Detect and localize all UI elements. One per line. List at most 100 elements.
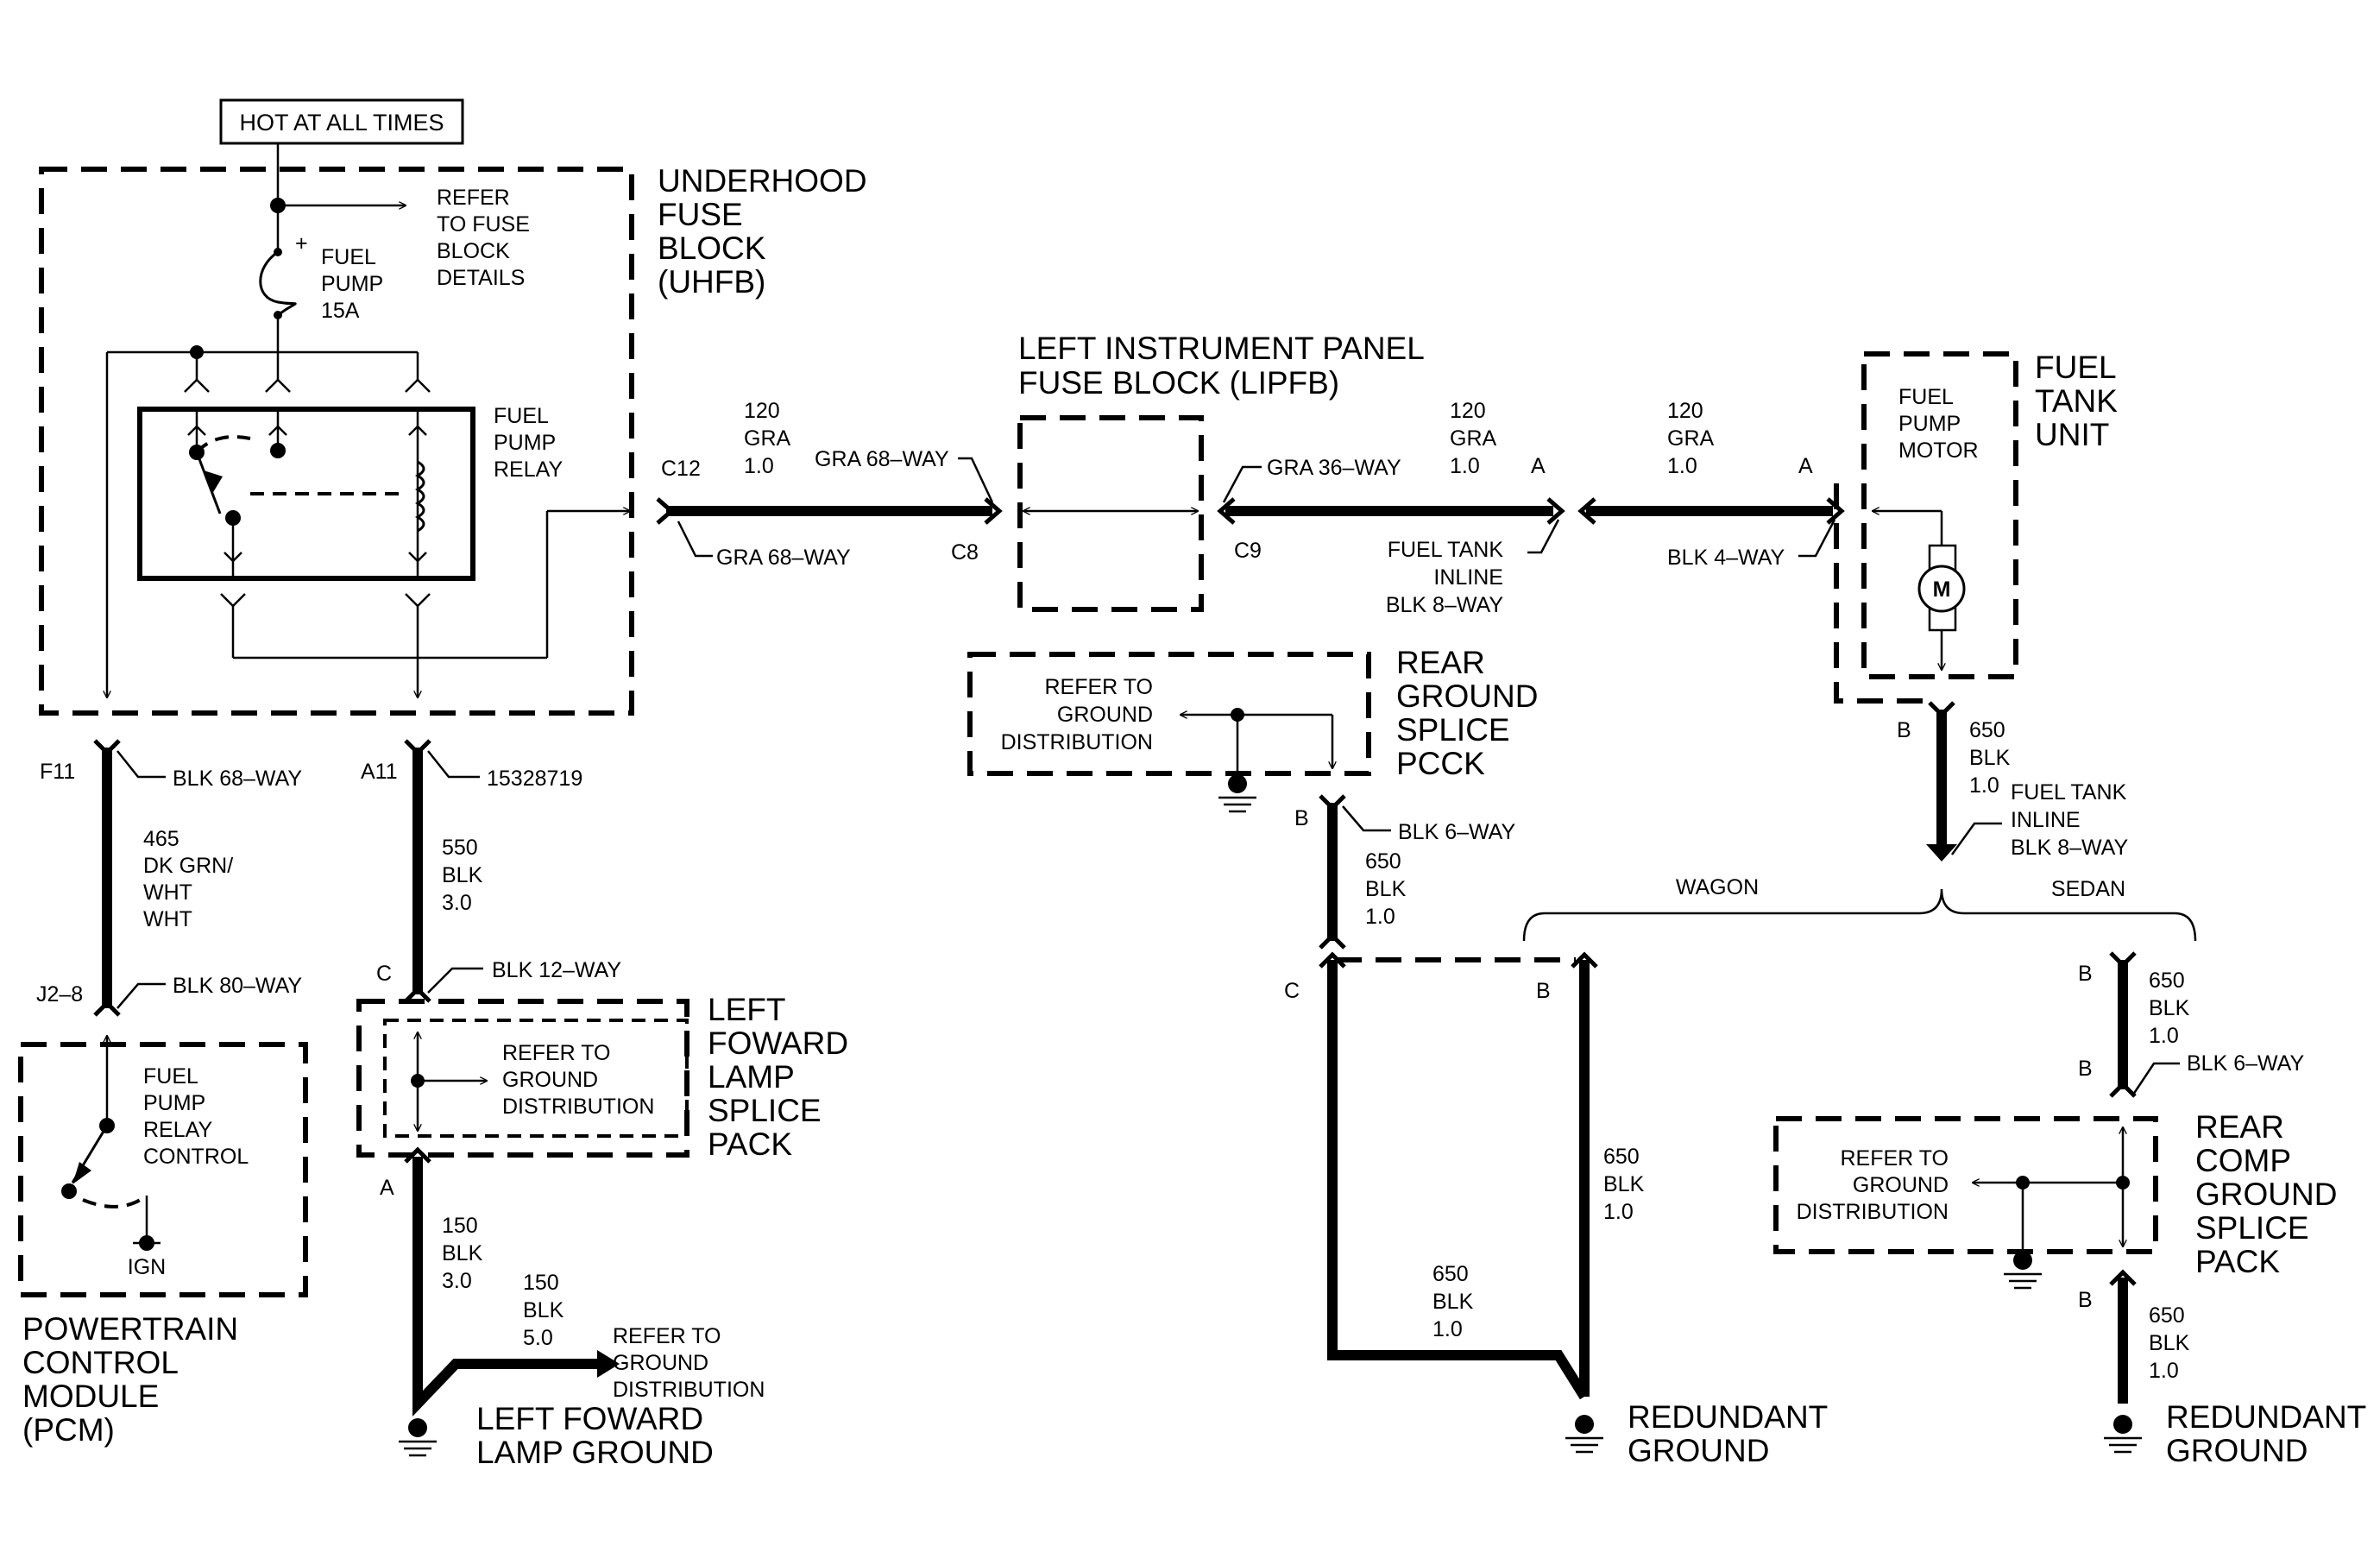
svg-text:BLK: BLK: [2149, 1331, 2190, 1355]
svg-text:MOTOR: MOTOR: [1898, 439, 1979, 463]
wire-650-sedan: B 650 BLK 1.0 B BLK 6–WAY: [2078, 951, 2304, 1098]
wire-650-sedan-redundant-ground: B 650 BLK 1.0: [2078, 1269, 2190, 1404]
svg-text:(PCM): (PCM): [22, 1412, 115, 1448]
svg-text:C: C: [376, 962, 392, 986]
svg-text:C9: C9: [1234, 539, 1262, 563]
svg-text:FOWARD: FOWARD: [708, 1025, 848, 1061]
svg-text:GRA: GRA: [1667, 426, 1715, 451]
svg-text:B: B: [2078, 1057, 2093, 1081]
svg-text:SPLICE: SPLICE: [708, 1093, 822, 1128]
svg-text:GROUND: GROUND: [2166, 1433, 2308, 1468]
svg-text:REFER TO: REFER TO: [502, 1041, 611, 1065]
wire-650-fuel-tank-ground: B 650 BLK 1.0 FUEL TANK INLINE BLK 8–WAY: [1897, 701, 2128, 861]
svg-text:120: 120: [1667, 399, 1703, 423]
svg-text:REAR: REAR: [2195, 1109, 2284, 1145]
svg-text:BLK: BLK: [1432, 1290, 1474, 1314]
svg-text:650: 650: [1603, 1145, 1640, 1169]
svg-text:FUEL: FUEL: [321, 245, 376, 269]
left-forward-lamp-ground-label: LEFT FOWARD LAMP GROUND: [476, 1401, 714, 1470]
svg-text:MODULE: MODULE: [22, 1379, 159, 1414]
svg-text:B: B: [2078, 1288, 2093, 1312]
svg-text:FUEL TANK: FUEL TANK: [2011, 780, 2127, 805]
svg-text:(UHFB): (UHFB): [658, 264, 765, 300]
svg-text:BLOCK: BLOCK: [437, 239, 510, 263]
svg-text:PUMP: PUMP: [1898, 412, 1961, 436]
svg-text:BLK 8–WAY: BLK 8–WAY: [1386, 593, 1503, 617]
svg-text:650: 650: [2149, 1303, 2185, 1328]
svg-text:BLK: BLK: [523, 1298, 564, 1322]
svg-text:1.0: 1.0: [1603, 1200, 1634, 1224]
svg-text:C12: C12: [661, 457, 701, 481]
svg-text:GROUND: GROUND: [2195, 1177, 2337, 1212]
svg-text:A: A: [1798, 454, 1813, 478]
svg-text:BLK 68–WAY: BLK 68–WAY: [173, 767, 302, 791]
redundant-ground-1-label: REDUNDANT GROUND: [1628, 1399, 1828, 1468]
svg-text:1.0: 1.0: [1969, 773, 1999, 798]
svg-text:15328719: 15328719: [487, 767, 582, 791]
svg-text:PCCK: PCCK: [1396, 746, 1485, 781]
svg-text:GRA 68–WAY: GRA 68–WAY: [815, 447, 949, 471]
svg-text:GRA 36–WAY: GRA 36–WAY: [1267, 456, 1401, 480]
svg-text:DETAILS: DETAILS: [437, 266, 525, 290]
svg-text:PACK: PACK: [708, 1126, 792, 1162]
svg-text:DISTRIBUTION: DISTRIBUTION: [1797, 1200, 1949, 1224]
svg-text:GROUND: GROUND: [1853, 1173, 1949, 1197]
svg-text:GROUND: GROUND: [1396, 678, 1538, 714]
svg-text:SPLICE: SPLICE: [2195, 1210, 2309, 1246]
svg-text:M: M: [1933, 577, 1951, 602]
svg-text:GROUND: GROUND: [502, 1068, 598, 1092]
svg-text:650: 650: [1365, 849, 1401, 874]
svg-text:CONTROL: CONTROL: [22, 1345, 179, 1380]
rear-comp-ground-icon: [2004, 1251, 2042, 1290]
svg-text:15A: 15A: [321, 299, 360, 323]
svg-text:BLK 6–WAY: BLK 6–WAY: [2187, 1051, 2304, 1076]
svg-text:A: A: [1531, 454, 1546, 478]
svg-text:A: A: [380, 1176, 394, 1200]
left-forward-lamp-splice-pack: REFER TO GROUND DISTRIBUTION LEFT FOWARD…: [356, 992, 848, 1162]
svg-text:GROUND: GROUND: [613, 1351, 708, 1375]
wagon-sedan-brace: WAGON SEDAN: [1522, 875, 2197, 942]
svg-text:B: B: [1536, 979, 1551, 1003]
redundant-ground-1-icon: [1565, 1415, 1603, 1454]
svg-text:650: 650: [1969, 718, 2005, 742]
fuel-pump-relay: [137, 407, 475, 581]
svg-text:GRA 68–WAY: GRA 68–WAY: [716, 546, 851, 570]
svg-text:A11: A11: [361, 760, 398, 784]
svg-text:DK GRN/: DK GRN/: [143, 854, 233, 878]
svg-text:B: B: [2078, 962, 2093, 986]
svg-text:DISTRIBUTION: DISTRIBUTION: [613, 1378, 765, 1402]
svg-text:BLK 6–WAY: BLK 6–WAY: [1398, 820, 1515, 844]
redundant-ground-2-icon: [2104, 1415, 2142, 1454]
refer-to-fuse-block-details: REFER TO FUSE BLOCK DETAILS: [437, 186, 530, 290]
svg-text:B: B: [1897, 718, 1911, 742]
svg-text:BLK 80–WAY: BLK 80–WAY: [173, 974, 302, 998]
svg-text:POWERTRAIN: POWERTRAIN: [22, 1311, 238, 1347]
svg-text:1.0: 1.0: [2149, 1359, 2179, 1383]
rear-comp-ground-splice-pack: REFER TO GROUND DISTRIBUTION REAR COMP G…: [1773, 1109, 2337, 1290]
svg-text:CONTROL: CONTROL: [143, 1145, 249, 1169]
svg-text:150: 150: [523, 1271, 559, 1295]
svg-text:FUSE: FUSE: [658, 197, 743, 232]
rear-ground-splice-pack: REFER TO GROUND DISTRIBUTION REAR GROUND…: [967, 645, 1538, 813]
fuel-pump-relay-label: FUEL PUMP RELAY: [494, 404, 563, 482]
svg-text:BLK 8–WAY: BLK 8–WAY: [2011, 836, 2128, 860]
svg-text:TO FUSE: TO FUSE: [437, 212, 530, 237]
svg-text:SPLICE: SPLICE: [1396, 712, 1510, 748]
wire-150-left-forward-lamp-ground: A 150 BLK 3.0 150 BLK 5.0 REFER TO GROUN…: [380, 1146, 765, 1417]
underhood-fuse-block: UNDERHOOD FUSE BLOCK (UHFB) REFER TO FUS…: [39, 143, 867, 716]
left-forward-lamp-ground-icon: [399, 1418, 437, 1457]
svg-text:J2–8: J2–8: [36, 982, 83, 1007]
svg-text:WHT: WHT: [143, 880, 192, 905]
svg-text:LEFT: LEFT: [708, 992, 785, 1027]
svg-text:INLINE: INLINE: [1433, 565, 1503, 590]
svg-text:1.0: 1.0: [1450, 454, 1480, 478]
svg-text:FUEL TANK: FUEL TANK: [1388, 538, 1504, 562]
svg-text:150: 150: [442, 1214, 478, 1238]
svg-text:WHT: WHT: [143, 907, 192, 931]
svg-text:REAR: REAR: [1396, 645, 1485, 680]
svg-text:BLK: BLK: [442, 1241, 483, 1265]
svg-text:FUSE BLOCK (LIPFB): FUSE BLOCK (LIPFB): [1018, 365, 1339, 401]
svg-text:REDUNDANT: REDUNDANT: [1628, 1399, 1828, 1435]
svg-text:REFER TO: REFER TO: [1045, 675, 1154, 699]
svg-text:5.0: 5.0: [523, 1326, 553, 1350]
